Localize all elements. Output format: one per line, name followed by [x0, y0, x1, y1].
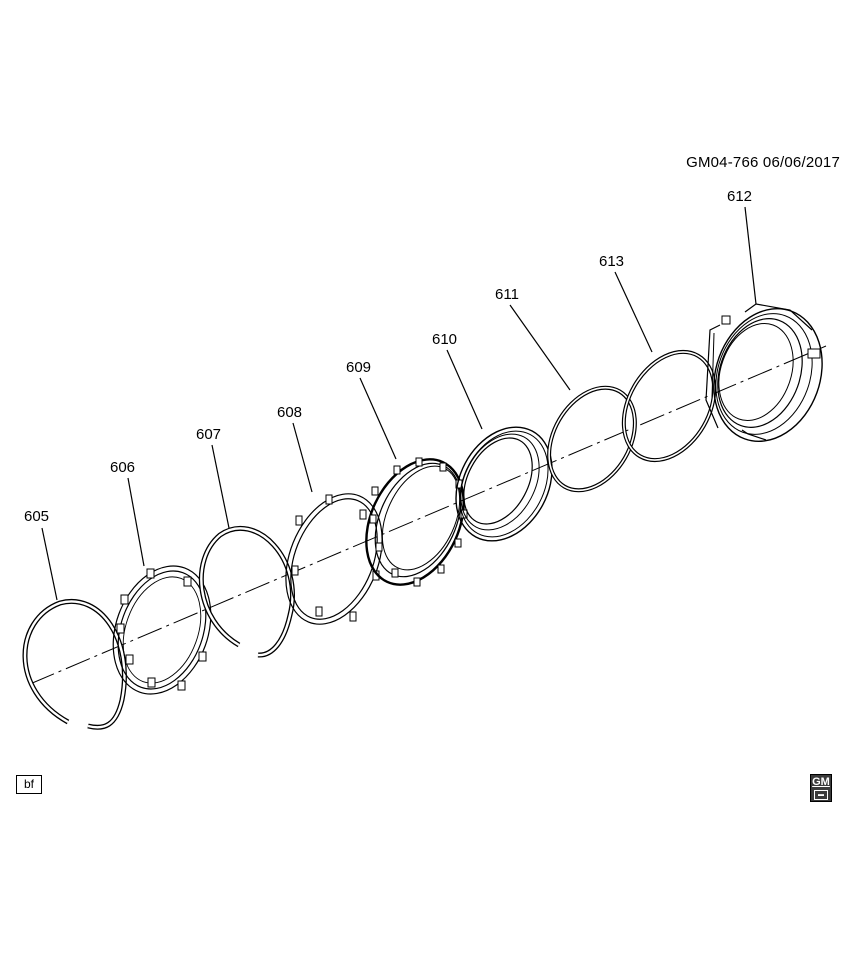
leader-605 — [41, 527, 58, 601]
part-607-split-ring — [198, 526, 295, 658]
callout-611: 611 — [495, 286, 519, 303]
leader-606 — [127, 477, 145, 567]
leader-lines — [41, 206, 757, 601]
part-613-ring — [621, 349, 717, 463]
leader-609 — [359, 377, 397, 460]
callout-607: 607 — [196, 426, 221, 443]
part-606-plate — [112, 565, 212, 695]
callout-610: 610 — [432, 331, 457, 348]
leader-612 — [744, 206, 757, 305]
leader-608 — [292, 422, 313, 493]
callout-606: 606 — [110, 459, 135, 476]
part-608-plate — [285, 493, 383, 625]
callout-613: 613 — [599, 253, 624, 270]
leader-611 — [509, 304, 571, 391]
gm-logo-text: GM — [812, 776, 830, 788]
leader-610 — [446, 349, 483, 430]
gm-logo-mark: ▬ — [814, 790, 828, 800]
callout-605: 605 — [24, 508, 49, 525]
callout-609: 609 — [346, 359, 371, 376]
part-612-housing — [705, 303, 823, 443]
bf-label: bf — [23, 777, 34, 791]
part-605-snap-ring — [22, 598, 127, 730]
leader-607 — [211, 444, 230, 529]
leader-613 — [614, 271, 653, 353]
callout-608: 608 — [277, 404, 302, 421]
callout-612: 612 — [727, 188, 752, 205]
bf-label-box: bf — [16, 775, 42, 794]
reference-code: GM04-766 06/06/2017 — [686, 154, 840, 171]
part-610-seal-ring — [455, 426, 553, 542]
part-609-toothed-plate — [365, 457, 468, 587]
gm-logo-icon: GM ▬ — [810, 774, 832, 802]
center-axis — [29, 345, 827, 685]
part-611-ring — [547, 385, 637, 493]
